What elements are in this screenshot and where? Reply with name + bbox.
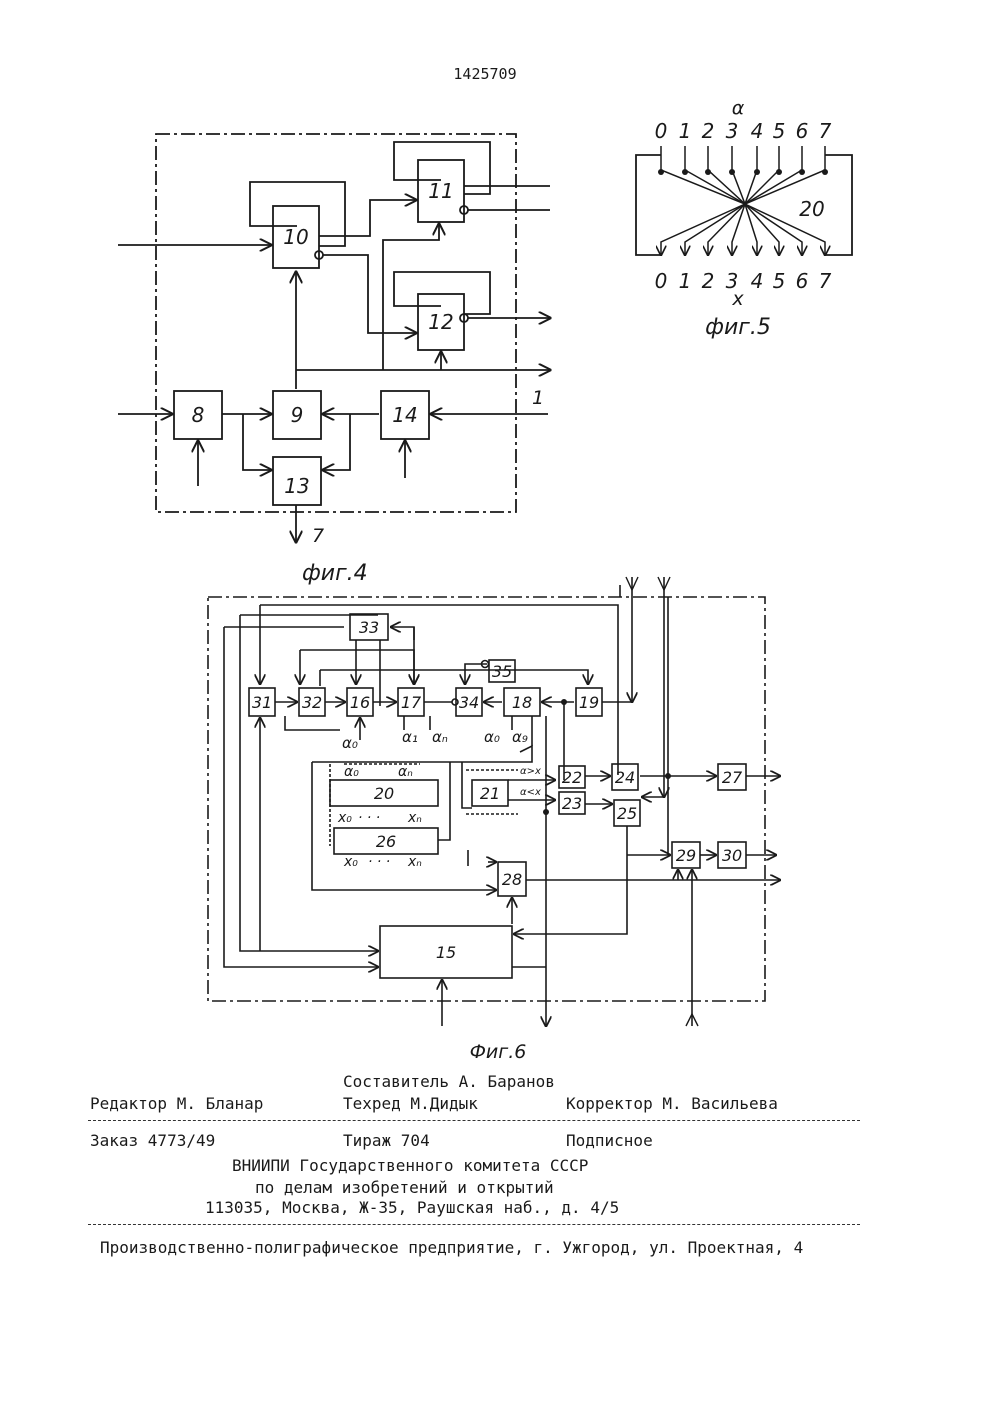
fig5-x-label: x [731, 288, 744, 310]
fig5-caption: фиг.5 [705, 315, 771, 340]
block-25-label: 25 [617, 804, 637, 823]
sig-an-top: αₙ [432, 728, 448, 746]
block-18-label: 18 [512, 693, 532, 712]
block-17-label: 17 [401, 693, 422, 712]
imprint-circulation: Тираж 704 [343, 1131, 430, 1150]
sig-altx: α<x [520, 787, 541, 798]
sig-agtx: α>x [520, 766, 541, 777]
block-26-label: 26 [376, 832, 396, 851]
fig5-block-20-label: 20 [799, 197, 824, 221]
block-35-label: 35 [492, 662, 512, 681]
line-7-label: 7 [312, 525, 324, 547]
block-30-label: 30 [722, 846, 742, 865]
fig5-bottom-digit-2: 2 [702, 269, 715, 293]
fig5-top-digit-3: 3 [726, 119, 739, 143]
imprint-org1: ВНИИПИ Государственного комитета СССР [232, 1156, 588, 1175]
block-31-label: 31 [252, 693, 272, 712]
fig4-frame [156, 134, 516, 512]
fig5-top-digit-2: 2 [702, 119, 715, 143]
figure-6: α₀ α₁ αₙ α₀ α₉ α₀ αₙ x₀ · · · xₙ x₀ · · … [208, 577, 780, 1060]
sig-a0-right: α₀ [484, 728, 500, 746]
fig5-top-digit-5: 5 [773, 119, 786, 143]
fig5-top-digit-1: 1 [679, 119, 692, 143]
fig5-alpha-label: α [732, 97, 745, 119]
imprint-editor: Редактор М. Бланар [90, 1094, 263, 1113]
imprint-techred: Техред М.Дидык [343, 1094, 478, 1113]
sig-dots-20: · · · [358, 810, 380, 826]
fig5-bottom-digit-0: 0 [655, 269, 668, 293]
fig5-bottom-digit-7: 7 [819, 269, 832, 293]
block-24-label: 24 [615, 768, 635, 787]
block-34-label: 34 [459, 693, 479, 712]
block-8-label: 8 [192, 403, 205, 427]
fig5-top-digit-7: 7 [819, 119, 832, 143]
fig6-caption: Фиг.6 [470, 1041, 527, 1060]
line-1-label: 1 [532, 387, 544, 409]
sig-a1: α₁ [402, 728, 418, 746]
imprint-compiler: Составитель А. Баранов [343, 1072, 555, 1091]
block-32-label: 32 [302, 693, 322, 712]
imprint-rule-1 [88, 1120, 860, 1121]
block-14-label: 14 [392, 403, 417, 427]
imprint-rule-2 [88, 1224, 860, 1225]
block-11-label: 11 [428, 179, 453, 203]
fig5-top-digit-6: 6 [796, 119, 809, 143]
block-29-label: 29 [676, 846, 696, 865]
imprint-printer: Производственно-полиграфическое предприя… [100, 1238, 803, 1257]
sig-xn-20: xₙ [407, 810, 422, 826]
sig-a0-left: α₀ [342, 734, 358, 752]
block-23-label: 23 [562, 794, 582, 813]
fig5-bottom-digit-4: 4 [751, 269, 764, 293]
sig-a0-in20: α₀ [344, 764, 359, 780]
block-13-label: 13 [284, 474, 309, 498]
sig-a9: α₉ [512, 728, 528, 746]
sig-dots-26: · · · [368, 854, 390, 870]
block-19-label: 19 [579, 693, 599, 712]
sig-xn-26: xₙ [407, 854, 422, 870]
fig4-caption: фиг.4 [302, 561, 368, 586]
block-16-label: 16 [350, 693, 370, 712]
imprint-subscription: Подписное [566, 1131, 653, 1150]
sig-x0-20: x₀ [337, 810, 352, 826]
block-33-label: 33 [359, 618, 379, 637]
fig5-bottom-digit-6: 6 [796, 269, 809, 293]
patent-drawing: 1425709 10 11 12 8 9 14 13 [0, 0, 1000, 1060]
fig5-top-digit-4: 4 [751, 119, 764, 143]
block-12-label: 12 [428, 310, 453, 334]
fig5-bottom-digit-1: 1 [679, 269, 692, 293]
fig5-top-digit-0: 0 [655, 119, 668, 143]
figure-5: α 0 1 2 3 4 5 6 7 0 1 2 3 4 5 6 7 x 20 [636, 97, 852, 340]
imprint-org2: по делам изобретений и открытий [255, 1178, 554, 1197]
block-10-label: 10 [283, 225, 308, 249]
block-28-label: 28 [502, 870, 522, 889]
block-22-label: 22 [562, 768, 582, 787]
imprint-order: Заказ 4773/49 [90, 1131, 215, 1150]
imprint-address: 113035, Москва, Ж-35, Раушская наб., д. … [205, 1198, 619, 1217]
sig-an-in20: αₙ [398, 764, 413, 780]
block-9-label: 9 [291, 403, 304, 427]
patent-number: 1425709 [453, 65, 516, 83]
sig-x0-26: x₀ [343, 854, 358, 870]
figure-4: 10 11 12 8 9 14 13 1 7 фиг.4 [118, 134, 550, 586]
block-15-label: 15 [436, 943, 456, 962]
block-20-label: 20 [374, 784, 394, 803]
imprint-corrector: Корректор М. Васильева [566, 1094, 778, 1113]
block-27-label: 27 [722, 768, 743, 787]
fig5-bottom-digit-5: 5 [773, 269, 786, 293]
block-21-label: 21 [480, 784, 500, 803]
